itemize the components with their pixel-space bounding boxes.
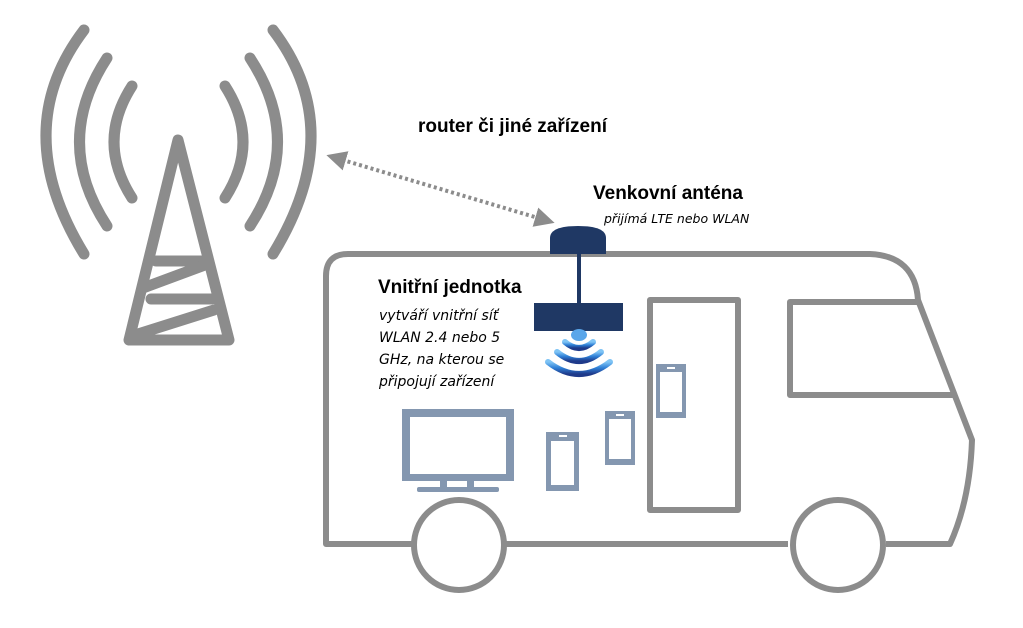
indoor-unit-icon — [534, 303, 623, 331]
tower-structure — [123, 134, 235, 346]
phone-icon — [546, 432, 579, 491]
camper-van-icon — [323, 251, 975, 593]
phone-icon — [605, 411, 635, 465]
outdoor-antenna-description: přijímá LTE nebo WLAN — [604, 211, 750, 226]
indoor-unit-description: vytváří vnitřní síť WLAN 2.4 nebo 5 GHz,… — [379, 305, 529, 393]
indoor-unit-description-line: vytváří vnitřní síť — [379, 308, 499, 324]
wheel-rear — [411, 497, 507, 593]
wheel-front — [790, 497, 886, 593]
wifi-waves-icon — [545, 329, 613, 377]
indoor-unit-description-line: připojují zařízení — [379, 374, 495, 390]
tv-icon — [402, 409, 514, 492]
bidirectional-dotted-arrow — [326, 151, 555, 227]
van-windshield-window — [787, 299, 955, 398]
outdoor-antenna-title: Venkovní anténa — [593, 183, 743, 204]
indoor-unit-description-line: GHz, na kterou se — [379, 352, 505, 368]
indoor-unit-description-line: WLAN 2.4 nebo 5 — [379, 330, 501, 346]
signal-waves-left — [40, 24, 138, 260]
outdoor-antenna-icon — [550, 226, 606, 306]
van-body — [323, 251, 975, 547]
cell-tower-icon — [40, 24, 317, 346]
van-door — [647, 297, 741, 513]
router-label: router či jiné zařízení — [418, 116, 607, 137]
indoor-unit-title: Vnitřní jednotka — [378, 277, 522, 298]
phone-icon — [656, 364, 686, 418]
signal-waves-right — [219, 24, 317, 260]
